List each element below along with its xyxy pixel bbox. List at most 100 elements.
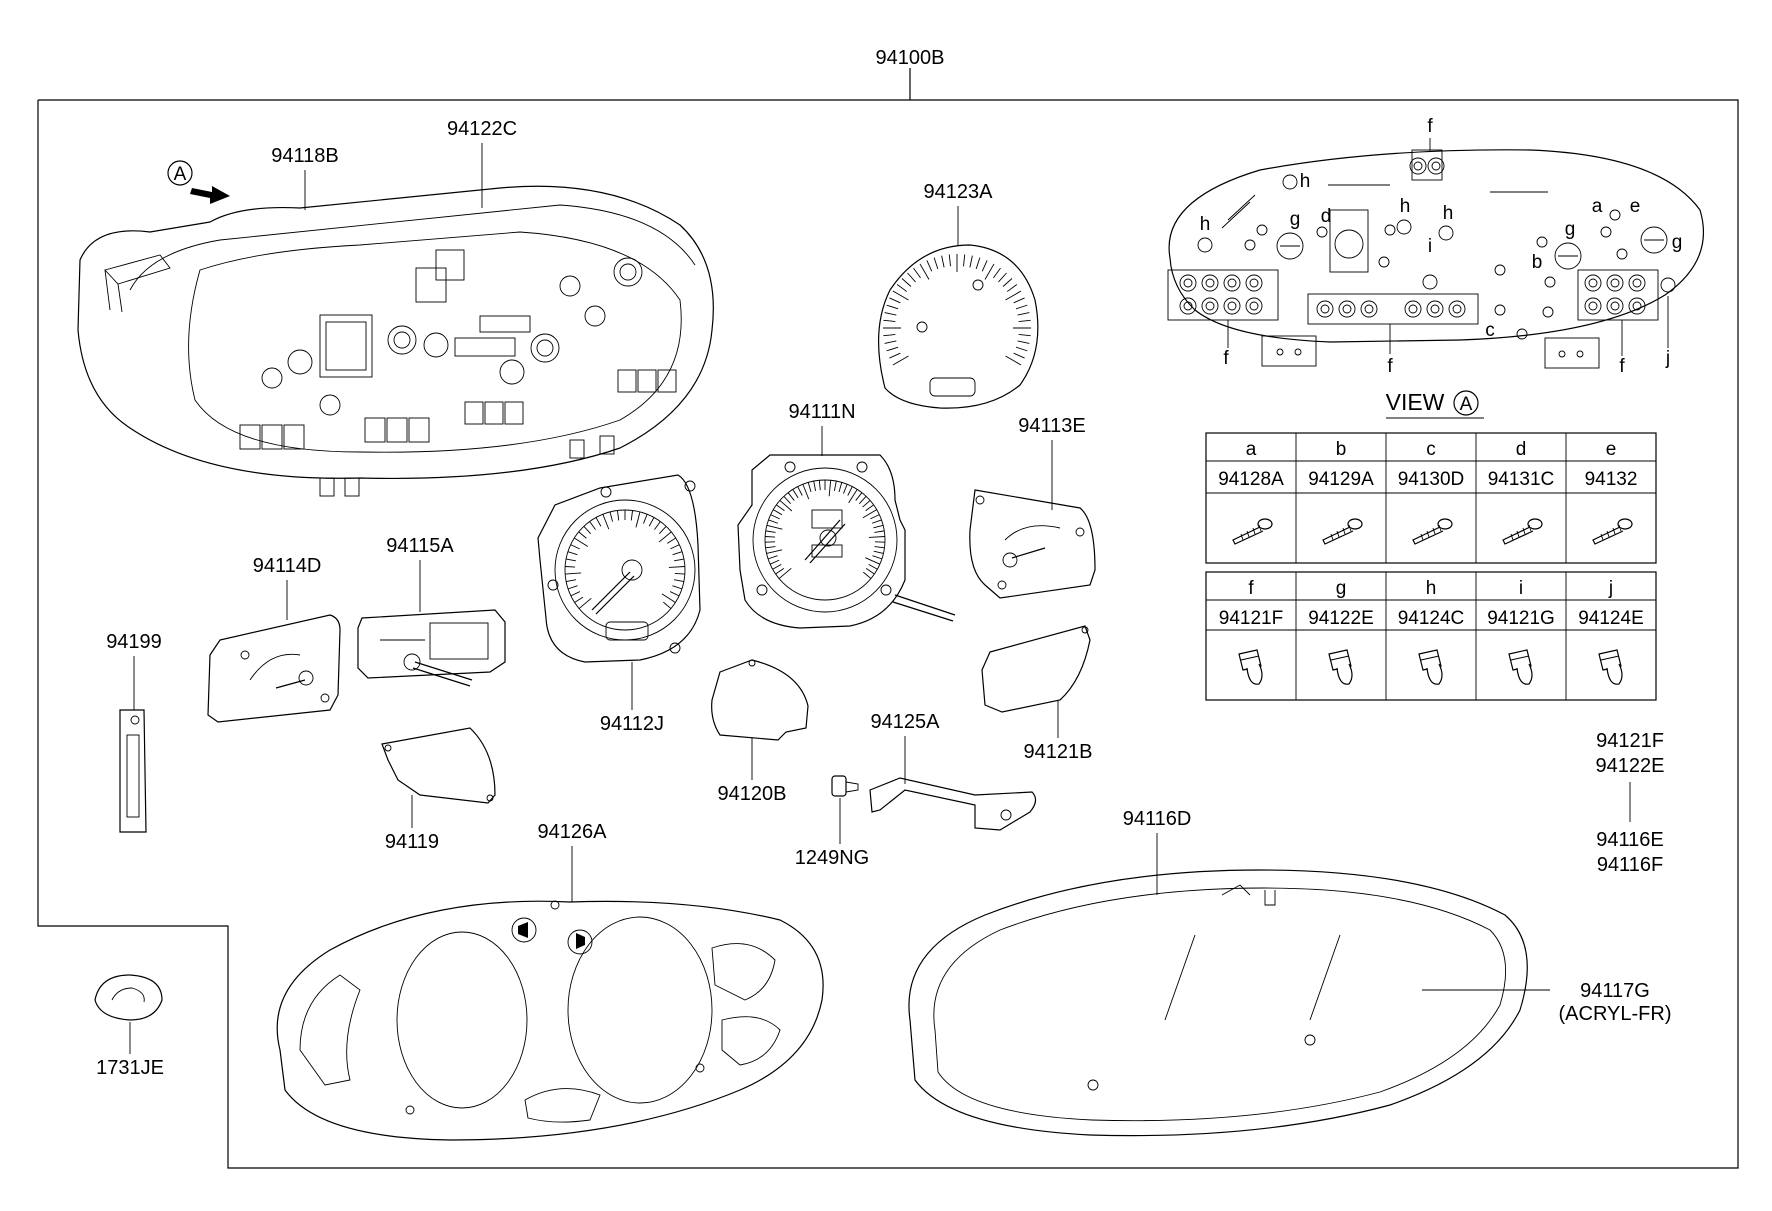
dial-tick [868, 563, 878, 570]
callout-94122C: 94122C [447, 118, 517, 140]
dial-tick [874, 546, 885, 549]
view-a-title: VIEW [1386, 389, 1445, 415]
dial-tick [589, 521, 596, 530]
svg-text:f: f [1427, 116, 1433, 137]
bulb-socket [1628, 297, 1646, 315]
bulb-table-part-g: 94122E [1308, 608, 1374, 629]
callout-94120B: 94120B [718, 783, 787, 805]
dial-tick [865, 568, 875, 575]
callout-94112J: 94112J [600, 713, 664, 735]
bulb-socket [1223, 297, 1241, 315]
screw-table-code-c: c [1426, 439, 1436, 460]
view-a-rear-diagram: f h h h h g g g d i a e b c f f f j [1167, 116, 1704, 377]
dial-tick [765, 546, 776, 549]
svg-text:h: h [1443, 203, 1454, 224]
bulb-table-part-h: 94124C [1398, 608, 1465, 629]
bulb-socket-inner [1430, 304, 1440, 314]
dial-tick [889, 297, 901, 304]
bulb-socket [1201, 297, 1219, 315]
dial-tick [574, 596, 584, 603]
callout-94111N: 94111N [788, 401, 855, 423]
screw-icon [1322, 518, 1363, 545]
dial-tick [1006, 284, 1018, 292]
callout-94118B: 94118B [271, 145, 338, 167]
dial-tick [948, 254, 951, 267]
dial-tick [884, 340, 897, 344]
dial-tick [787, 492, 795, 501]
bulb-socket-inner [1431, 161, 1441, 171]
dial-tick [1015, 304, 1028, 310]
plate-94119 [381, 727, 496, 804]
side-list-item-4: 94116F [1597, 854, 1663, 876]
dial-tick [578, 597, 592, 609]
dial-tick [919, 263, 930, 280]
dial-tick [872, 555, 883, 560]
module-94115A [357, 609, 506, 687]
bulb-socket [1179, 274, 1197, 292]
dial-tick [892, 290, 909, 301]
bulb-socket [1438, 225, 1454, 241]
screw-table-part-b: 94129A [1308, 469, 1374, 490]
dial-tick [765, 536, 776, 538]
dial-tick [778, 567, 792, 579]
dial-tick [1017, 340, 1030, 344]
bulb-socket-inner [1227, 278, 1237, 288]
bulb-socket-inner [1205, 301, 1215, 311]
screw-1249NG [831, 775, 859, 797]
dial-tick [772, 563, 782, 570]
dial-tick [941, 255, 945, 268]
dial-tick [993, 267, 1001, 279]
dial-tick [1018, 334, 1031, 337]
dial-tick [565, 572, 582, 575]
bulb-socket [1448, 300, 1466, 318]
dial-tick [1002, 278, 1013, 287]
bulb-socket [1427, 157, 1445, 175]
dial-tick [907, 272, 916, 283]
dial-tick [868, 536, 885, 538]
dial-tick [889, 352, 901, 359]
dial-tick [565, 558, 576, 562]
dial-tick [770, 514, 780, 520]
bulb-socket [1409, 157, 1427, 175]
dial-tick [1017, 312, 1030, 316]
dial-tick [1013, 297, 1025, 304]
dial-tick [913, 267, 921, 279]
dial-tick [630, 510, 633, 521]
dial-tick [975, 257, 981, 270]
side-list-item-1: 94121F [1596, 730, 1664, 752]
bulb-icon [1598, 649, 1623, 685]
bulb-socket [1179, 297, 1197, 315]
bulb-socket-inner [1205, 278, 1215, 288]
dial-tick [766, 524, 783, 530]
bulb-socket-inner [1249, 301, 1259, 311]
bulb-socket-inner [1610, 278, 1620, 288]
dial-tick [654, 521, 661, 530]
dial-tick [658, 531, 672, 543]
callout-94126A: 94126A [538, 821, 608, 843]
dial-face-94123A [877, 244, 1039, 409]
dial-tick [769, 559, 780, 565]
bulb-socket [1245, 297, 1263, 315]
dial-tick [886, 346, 899, 352]
dial-tick [565, 566, 576, 568]
dial-tick [672, 551, 683, 556]
bulb-table-part-i: 94121G [1487, 608, 1555, 629]
dial-tick [858, 496, 867, 504]
bulb-socket [1245, 274, 1263, 292]
callout-94116D: 94116D [1123, 808, 1192, 830]
callout-1731JE: 1731JE [96, 1057, 164, 1079]
dial-tick [567, 585, 578, 590]
callout-94199: 94199 [106, 631, 162, 653]
dial-tick [668, 566, 685, 568]
bulb-socket [1197, 237, 1213, 253]
dial-tick [658, 526, 667, 534]
lens-94116D [908, 869, 1528, 1137]
screw-icon [1412, 518, 1453, 545]
dial-tick [643, 514, 648, 524]
bulb-socket [1404, 300, 1422, 318]
bulb-table-code-j: j [1608, 578, 1613, 599]
svg-text:f: f [1223, 348, 1229, 369]
bulb-socket [1606, 297, 1624, 315]
